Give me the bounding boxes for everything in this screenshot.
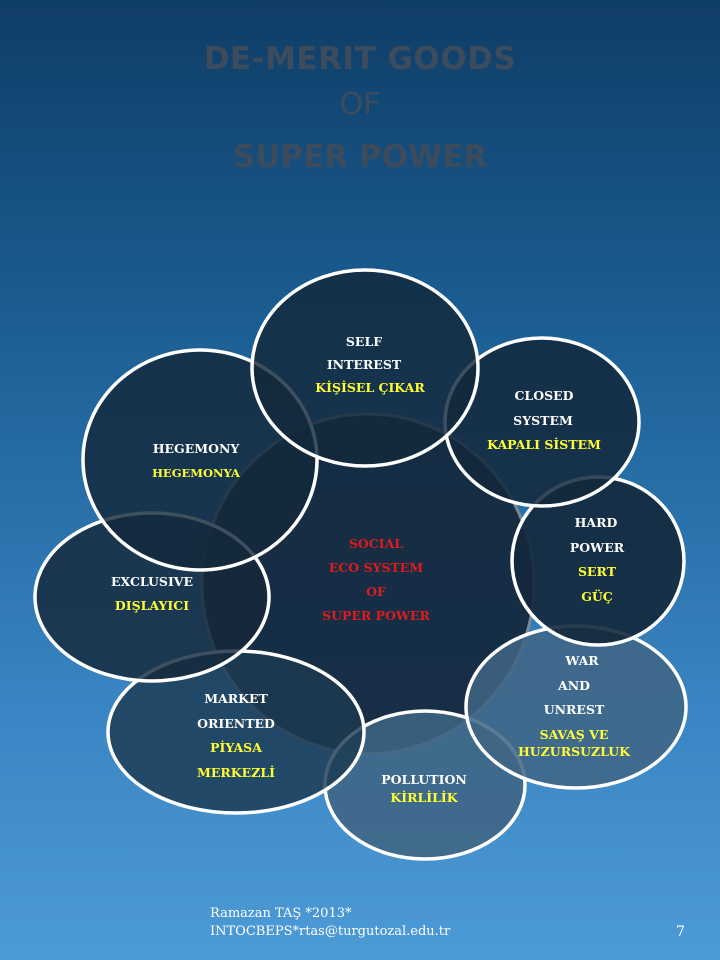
hegemony-label-1: HEGEMONY [153,441,241,456]
self-interest-label-2: INTEREST [327,357,402,372]
slide-title: DE-MERIT GOODS OF SUPER POWER [0,36,720,184]
hard-power-label-1: HARD [575,515,618,530]
title-line-2: OF [339,87,381,122]
war-unrest-label-2: AND [557,678,590,693]
title-line-1: DE-MERIT GOODS [203,41,517,77]
self-interest-label-1: SELF [346,334,382,349]
footer-author: Ramazan TAŞ *2013* [210,906,352,921]
war-unrest-label-1: WAR [564,653,599,668]
pollution-tr-1: KİRLİLİK [390,790,458,805]
center-label-3: OF [366,584,386,599]
pollution-label-1: POLLUTION [381,772,467,787]
war-unrest-label-3: UNREST [544,702,605,717]
exclusive-tr-1: DIŞLAYICI [115,598,189,613]
footer-credit: Ramazan TAŞ *2013* INTOCBEPS*rtas@turgut… [210,905,450,941]
market-oriented-tr-1: PİYASA [210,740,262,755]
closed-system-tr-1: KAPALI SİSTEM [487,437,601,452]
market-oriented-label-1: MARKET [204,691,268,706]
hard-power-tr-1: SERT [578,564,617,579]
market-oriented-label-2: ORIENTED [197,716,275,731]
hard-power-tr-2: GÜÇ [581,588,613,604]
war-unrest-tr-2: HUZURSUZLUK [518,744,631,759]
center-label-4: SUPER POWER [322,608,430,623]
exclusive-label-1: EXCLUSIVE [111,574,193,589]
hegemony-tr-1: HEGEMONYA [152,466,241,480]
center-label-2: ECO SYSTEM [329,560,424,575]
page-number: 7 [676,924,685,940]
self-interest-tr-1: KİŞİSEL ÇIKAR [315,380,425,395]
closed-system-label-1: CLOSED [514,388,573,403]
market-oriented-tr-2: MERKEZLİ [197,765,275,780]
center-label-1: SOCIAL [349,536,403,551]
footer-contact: INTOCBEPS*rtas@turgutozal.edu.tr [210,924,451,939]
closed-system-label-2: SYSTEM [513,413,573,428]
hard-power-label-2: POWER [570,540,625,555]
node-self-interest [250,268,480,468]
war-unrest-tr-1: SAVAŞ VE [540,727,609,742]
title-line-3: SUPER POWER [232,139,488,175]
